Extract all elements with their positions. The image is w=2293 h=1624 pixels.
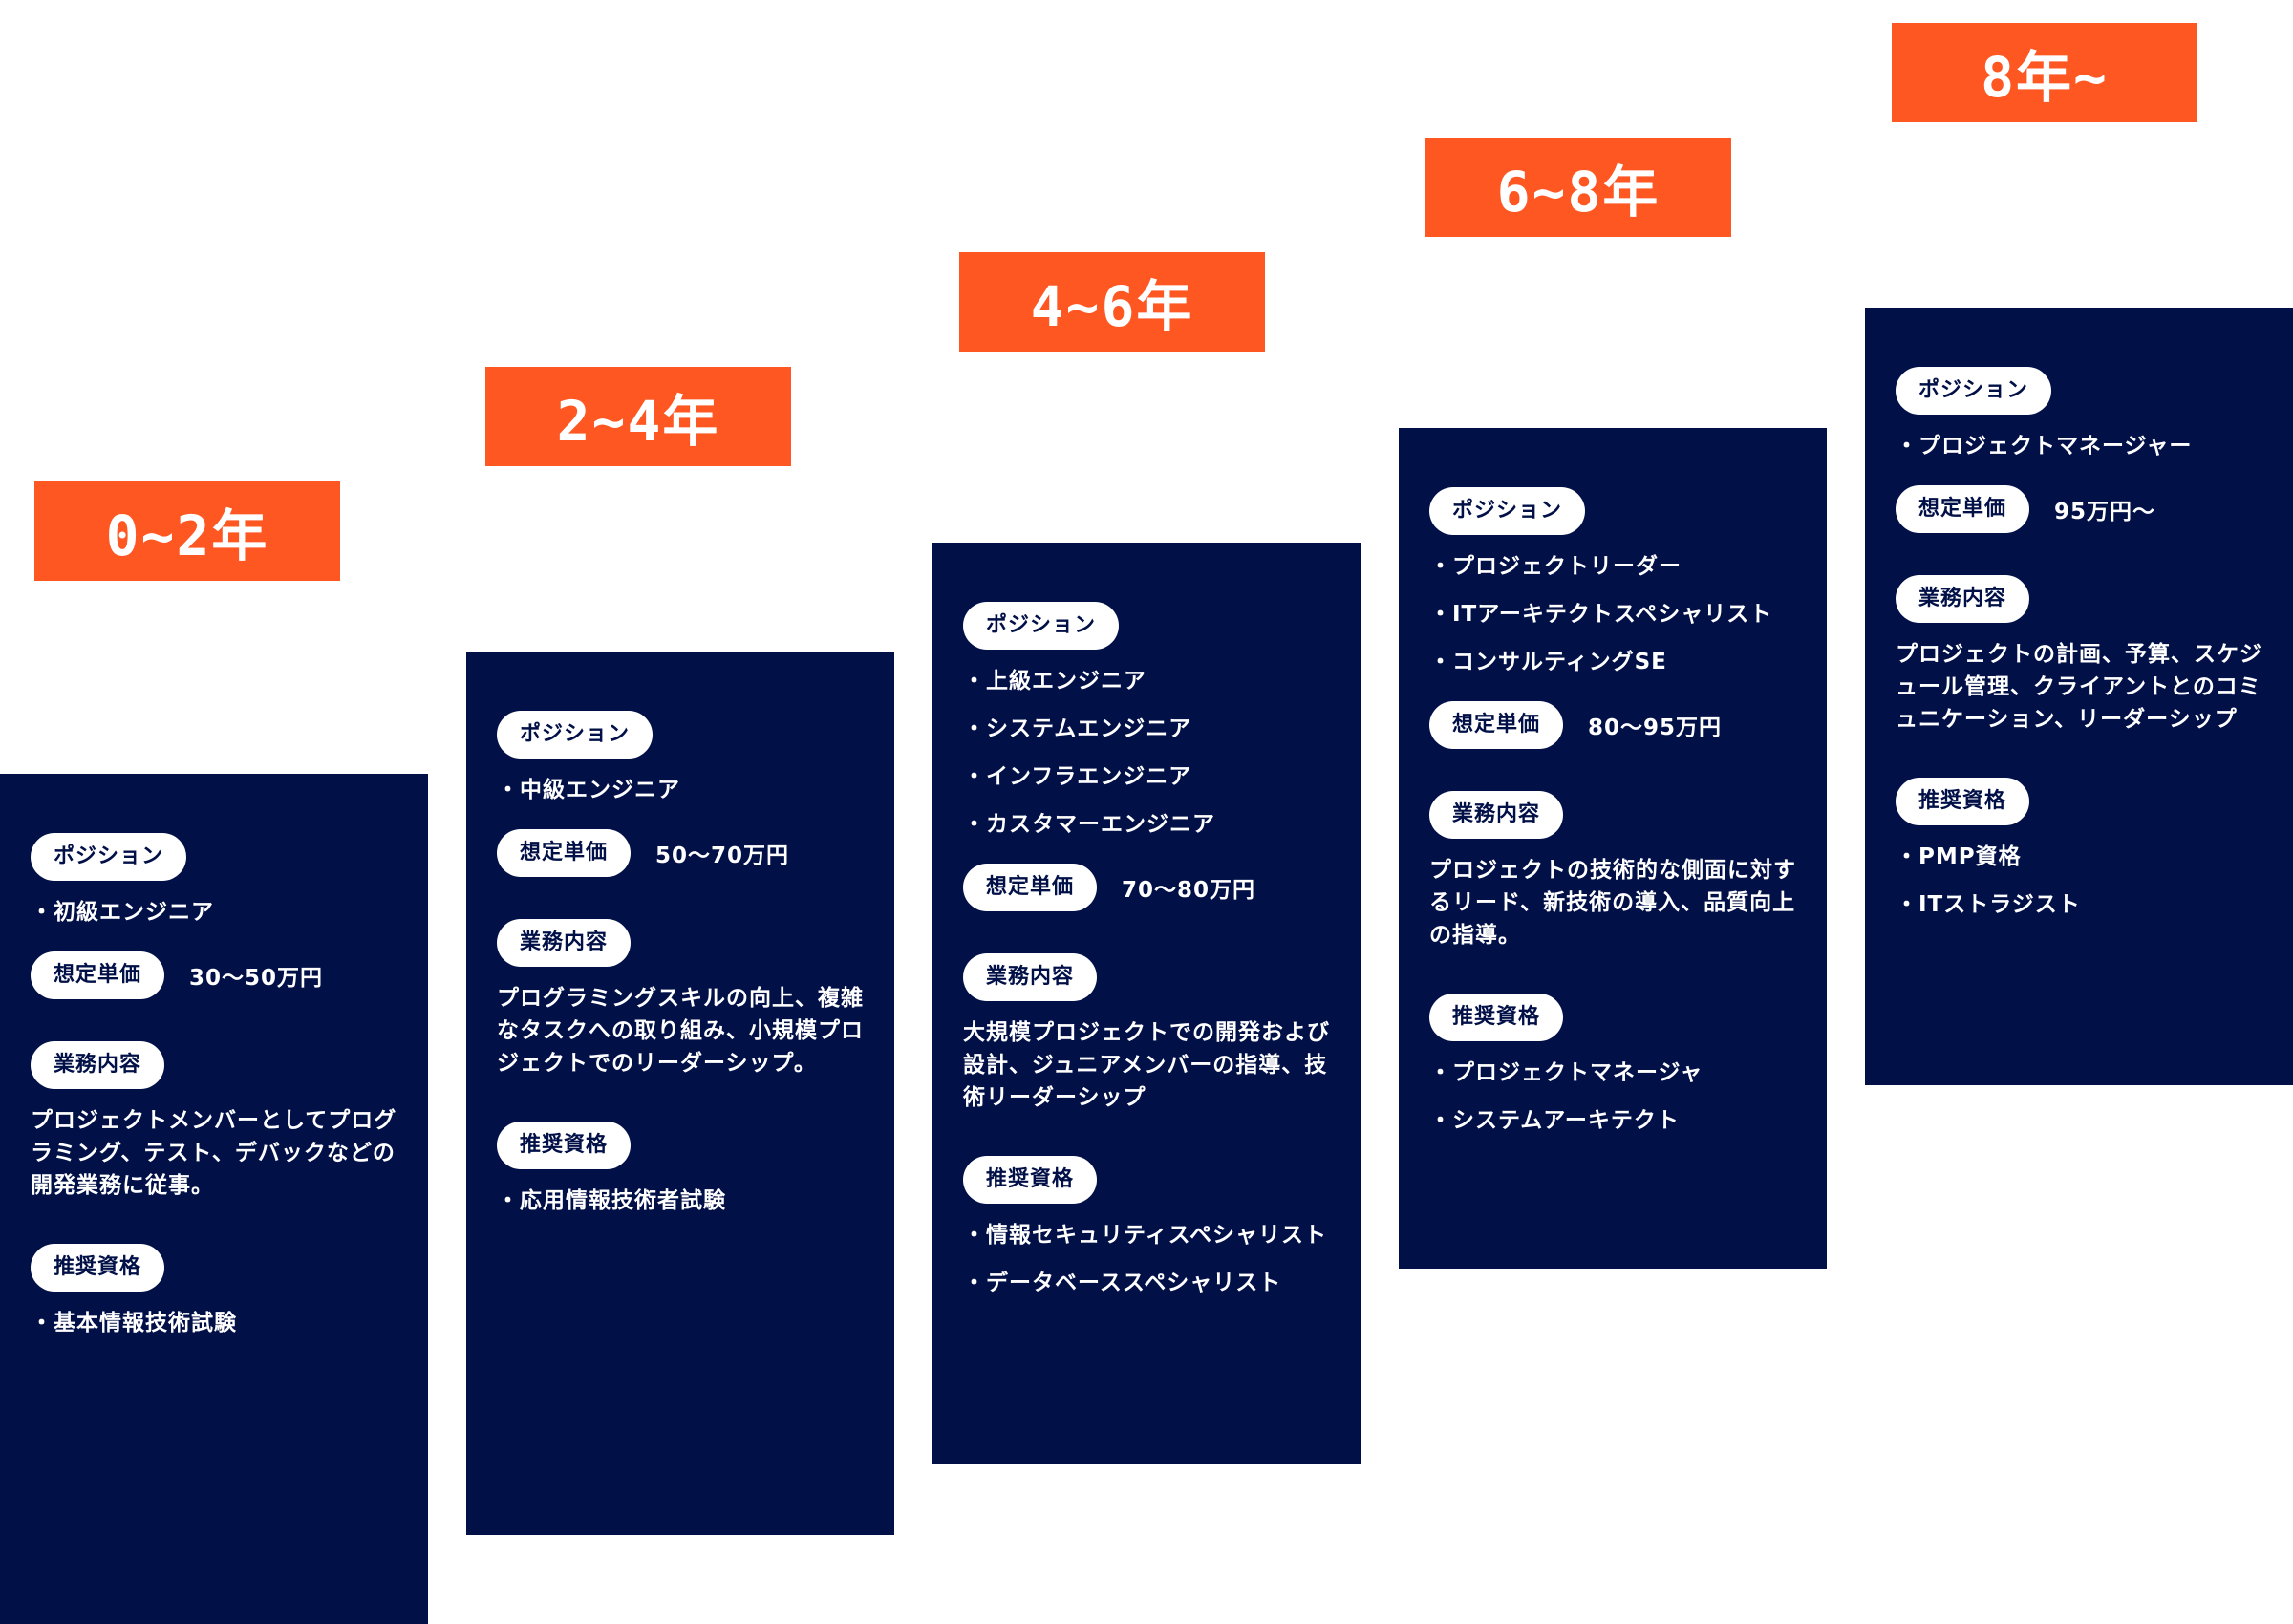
position-list: プロジェクトマネージャー (1896, 430, 2262, 462)
position-pill: ポジション (31, 833, 187, 881)
price-row: 想定単価 80〜95万円 (1429, 701, 1796, 749)
price-pill: 想定単価 (31, 951, 165, 999)
position-list: 中級エンジニア (497, 774, 864, 806)
cert-list: 基本情報技術試験 (31, 1307, 397, 1339)
price-value: 95万円〜 (2054, 500, 2156, 524)
price-pill: 想定単価 (497, 829, 632, 877)
cert-item: 応用情報技術者試験 (497, 1185, 864, 1217)
duties-pill: 業務内容 (1429, 791, 1564, 839)
career-card-2-4: ポジション 中級エンジニア 想定単価 50〜70万円 業務内容 プログラミングス… (466, 652, 894, 1535)
career-card-8-plus: ポジション プロジェクトマネージャー 想定単価 95万円〜 業務内容 プロジェク… (1865, 308, 2293, 1085)
price-value: 30〜50万円 (189, 966, 324, 991)
cert-item: PMP資格 (1896, 841, 2262, 873)
price-row: 想定単価 50〜70万円 (497, 829, 864, 877)
position-item: 上級エンジニア (963, 665, 1330, 697)
duties-pill: 業務内容 (1896, 575, 2030, 623)
career-card-0-2: ポジション 初級エンジニア 想定単価 30〜50万円 業務内容 プロジェクトメン… (0, 774, 428, 1624)
price-value: 70〜80万円 (1122, 878, 1256, 903)
stage-label-4-6: 4~6年 (959, 252, 1265, 352)
stage-label-8-plus: 8年~ (1892, 23, 2197, 122)
cert-list: PMP資格 ITストラジスト (1896, 841, 2262, 921)
position-item: ITアーキテクトスペシャリスト (1429, 598, 1796, 630)
duties-pill: 業務内容 (497, 919, 632, 967)
duties-text: プロジェクトの計画、予算、スケジュール管理、クライアントとのコミュニケーション、… (1896, 642, 2262, 732)
position-item: 初級エンジニア (31, 896, 397, 929)
position-item: 中級エンジニア (497, 774, 864, 806)
position-pill: ポジション (497, 711, 654, 759)
cert-list: 情報セキュリティスペシャリスト データベーススペシャリスト (963, 1219, 1330, 1299)
position-item: インフラエンジニア (963, 760, 1330, 793)
certs-pill: 推奨資格 (31, 1244, 165, 1292)
position-pill: ポジション (1896, 367, 2052, 415)
position-item: カスタマーエンジニア (963, 808, 1330, 841)
cert-list: 応用情報技術者試験 (497, 1185, 864, 1217)
cert-item: プロジェクトマネージャ (1429, 1057, 1796, 1089)
position-item: コンサルティングSE (1429, 646, 1796, 678)
position-list: プロジェクトリーダー ITアーキテクトスペシャリスト コンサルティングSE (1429, 550, 1796, 678)
duties-pill: 業務内容 (963, 953, 1098, 1001)
price-pill: 想定単価 (1429, 701, 1564, 749)
cert-list: プロジェクトマネージャ システムアーキテクト (1429, 1057, 1796, 1137)
position-list: 初級エンジニア (31, 896, 397, 929)
price-pill: 想定単価 (1896, 485, 2030, 533)
cert-item: データベーススペシャリスト (963, 1267, 1330, 1299)
position-item: プロジェクトリーダー (1429, 550, 1796, 583)
stage-label-0-2: 0~2年 (34, 481, 340, 581)
duties-pill: 業務内容 (31, 1041, 165, 1089)
position-item: システムエンジニア (963, 713, 1330, 745)
cert-item: システムアーキテクト (1429, 1104, 1796, 1137)
position-item: プロジェクトマネージャー (1896, 430, 2262, 462)
stage-label-6-8: 6~8年 (1425, 138, 1731, 237)
duties-text: プロジェクトメンバーとしてプログラミング、テスト、デバックなどの開発業務に従事。 (31, 1108, 397, 1198)
duties-text: プロジェクトの技術的な側面に対するリード、新技術の導入、品質向上の指導。 (1429, 858, 1796, 948)
certs-pill: 推奨資格 (497, 1122, 632, 1169)
price-value: 80〜95万円 (1588, 716, 1723, 740)
price-row: 想定単価 30〜50万円 (31, 951, 397, 999)
stage-label-2-4: 2~4年 (485, 367, 791, 466)
career-card-6-8: ポジション プロジェクトリーダー ITアーキテクトスペシャリスト コンサルティン… (1399, 428, 1827, 1269)
duties-text: プログラミングスキルの向上、複雑なタスクへの取り組み、小規模プロジェクトでのリー… (497, 986, 864, 1076)
cert-item: 情報セキュリティスペシャリスト (963, 1219, 1330, 1251)
price-row: 想定単価 70〜80万円 (963, 864, 1330, 911)
cert-item: 基本情報技術試験 (31, 1307, 397, 1339)
cert-item: ITストラジスト (1896, 888, 2262, 921)
certs-pill: 推奨資格 (1896, 778, 2030, 825)
position-pill: ポジション (1429, 487, 1586, 535)
career-card-4-6: ポジション 上級エンジニア システムエンジニア インフラエンジニア カスタマーエ… (932, 543, 1361, 1464)
certs-pill: 推奨資格 (963, 1156, 1098, 1204)
price-pill: 想定単価 (963, 864, 1098, 911)
position-pill: ポジション (963, 602, 1120, 650)
price-row: 想定単価 95万円〜 (1896, 485, 2262, 533)
position-list: 上級エンジニア システムエンジニア インフラエンジニア カスタマーエンジニア (963, 665, 1330, 841)
price-value: 50〜70万円 (655, 844, 790, 868)
duties-text: 大規模プロジェクトでの開発および設計、ジュニアメンバーの指導、技術リーダーシップ (963, 1020, 1330, 1110)
certs-pill: 推奨資格 (1429, 994, 1564, 1041)
